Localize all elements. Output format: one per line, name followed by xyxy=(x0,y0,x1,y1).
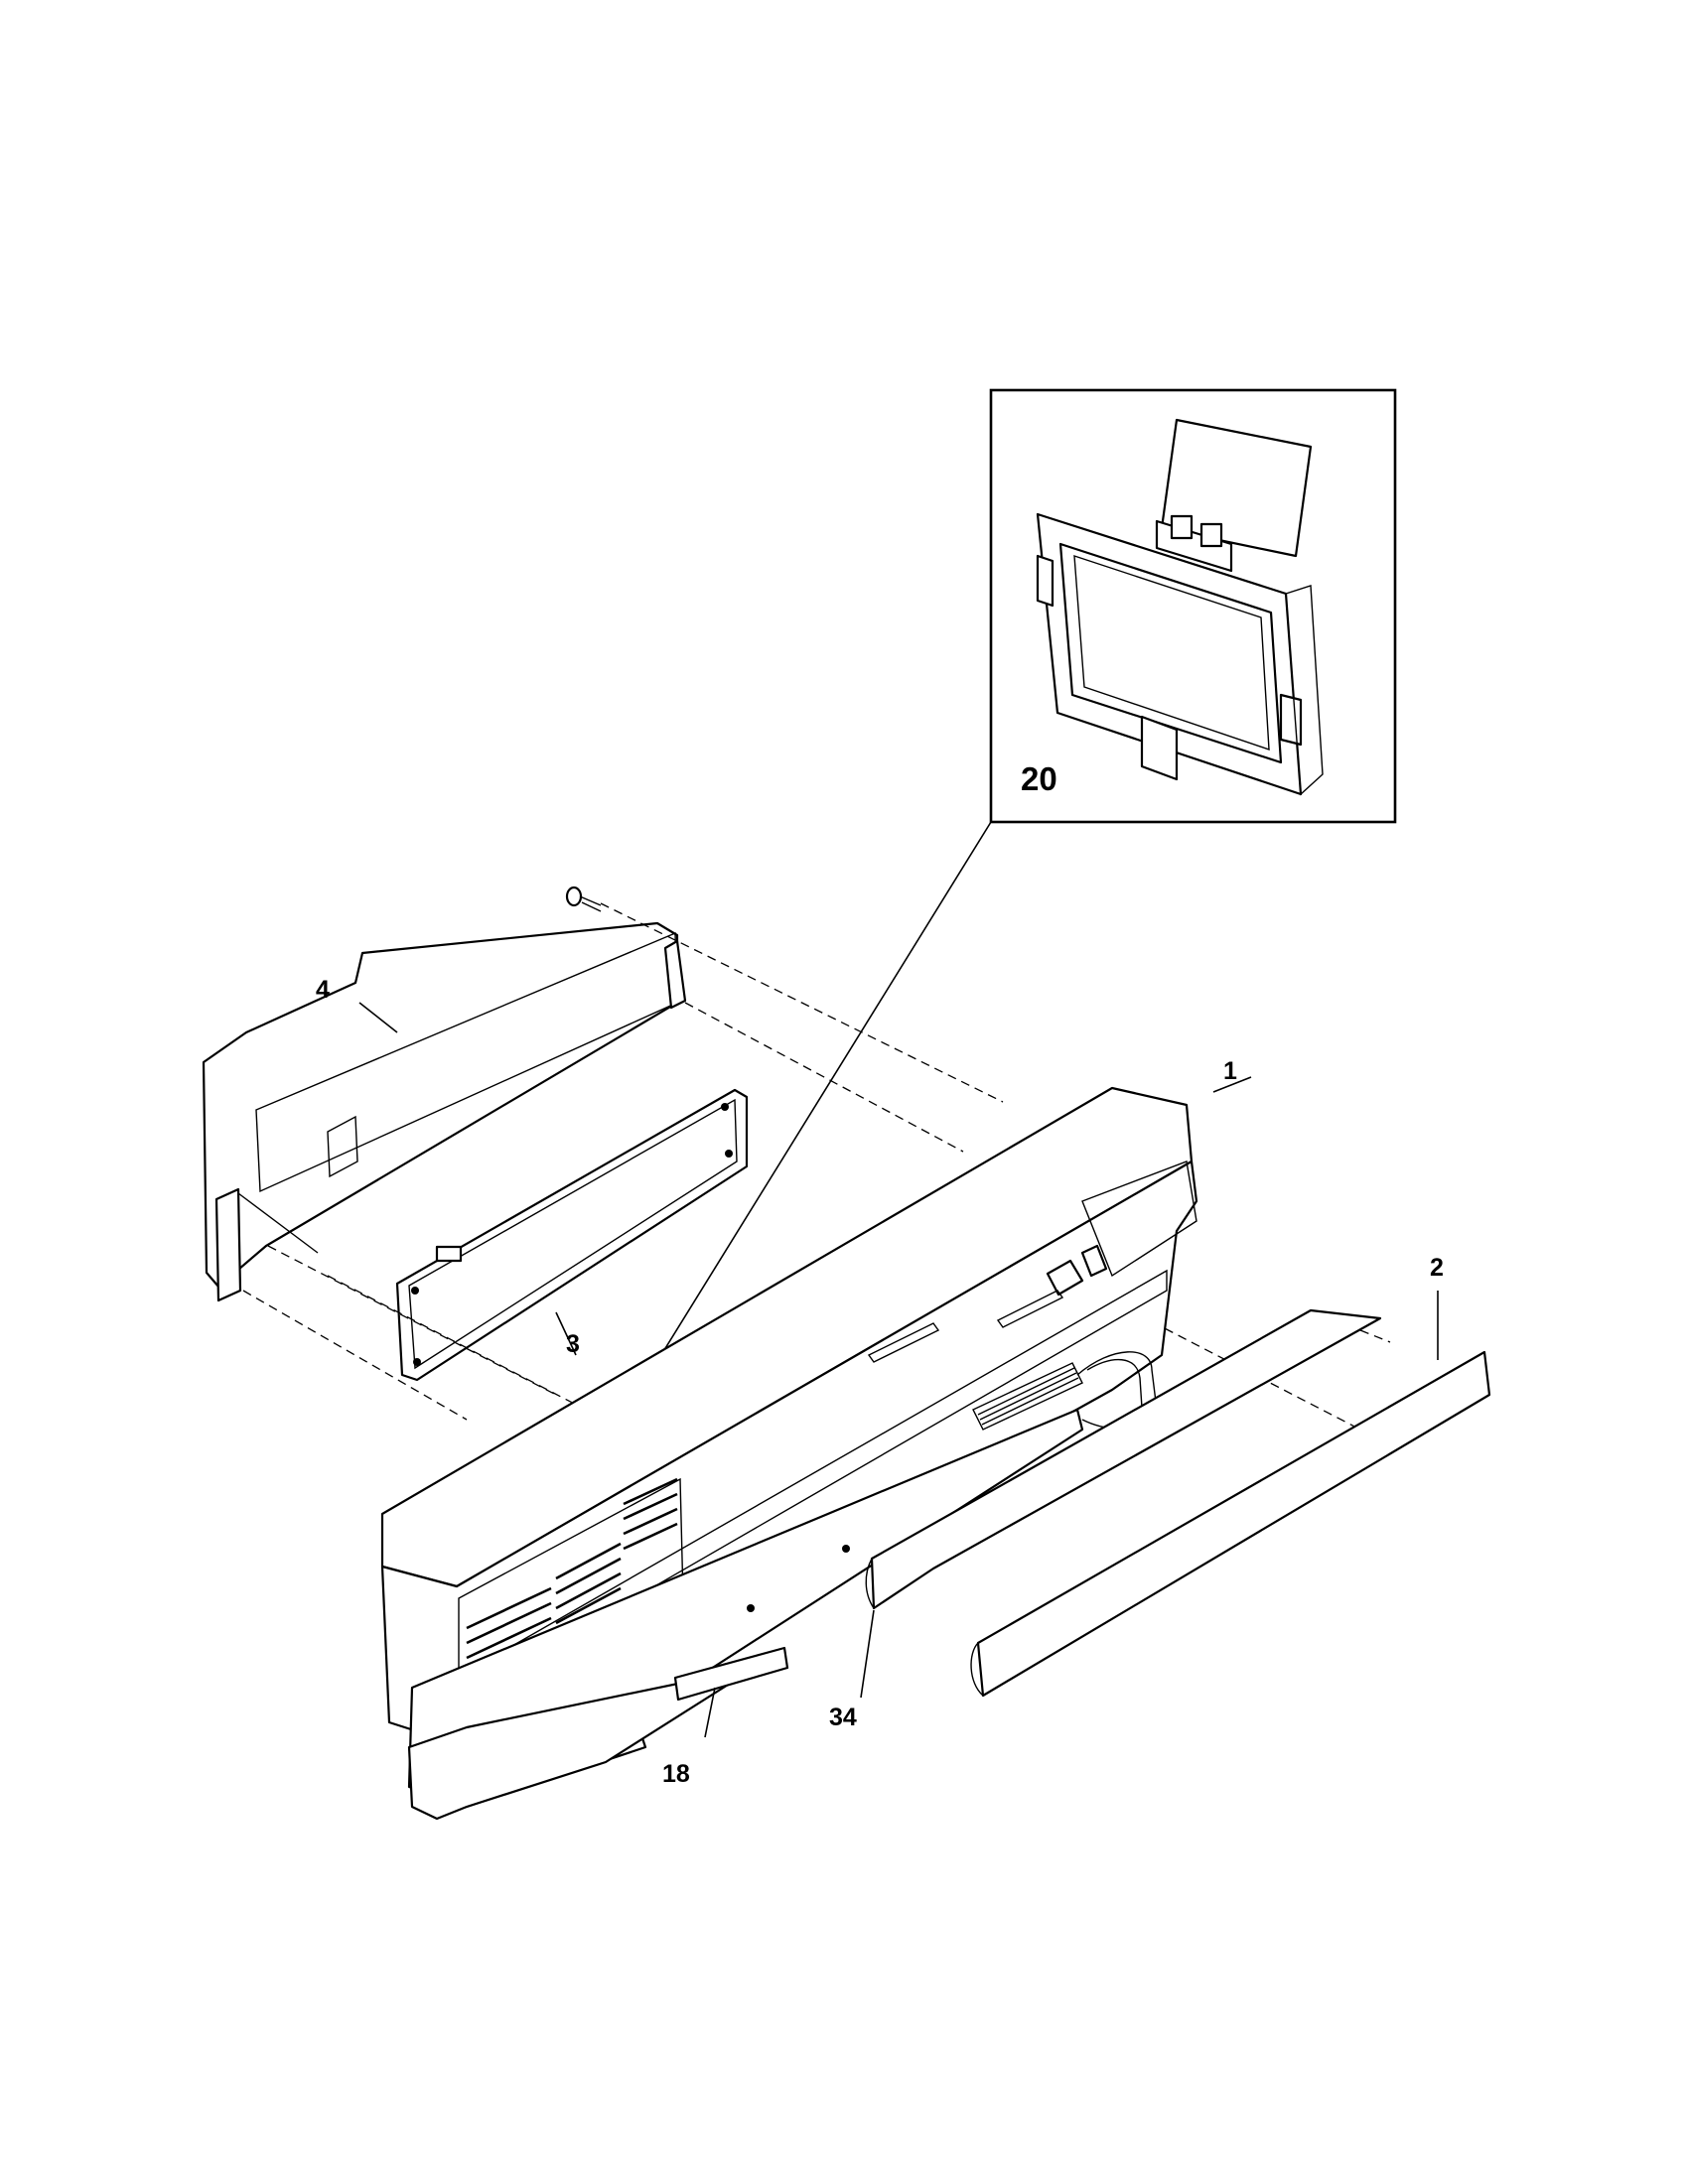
callout-part-34: 34 xyxy=(829,1704,857,1731)
callout-part-20: 20 xyxy=(1021,760,1057,797)
control-panel-part xyxy=(380,1086,1260,1821)
dispenser-housing xyxy=(1036,418,1324,796)
callout-part-1: 1 xyxy=(1223,1057,1237,1085)
inset-box xyxy=(989,388,1397,824)
overlay-label-part xyxy=(673,1646,789,1702)
trim-front-part xyxy=(970,1350,1491,1698)
control-board-part xyxy=(395,1088,749,1382)
inset-leader-line xyxy=(633,821,992,1401)
callout-part-4: 4 xyxy=(316,976,330,1004)
mounting-screw xyxy=(565,886,602,912)
housing-part xyxy=(202,921,687,1302)
callout-part-18: 18 xyxy=(662,1760,690,1788)
trim-rear-part xyxy=(865,1308,1382,1610)
callout-leaders xyxy=(358,1002,1439,1738)
callout-part-3: 3 xyxy=(566,1330,580,1358)
callout-part-2: 2 xyxy=(1430,1254,1444,1282)
